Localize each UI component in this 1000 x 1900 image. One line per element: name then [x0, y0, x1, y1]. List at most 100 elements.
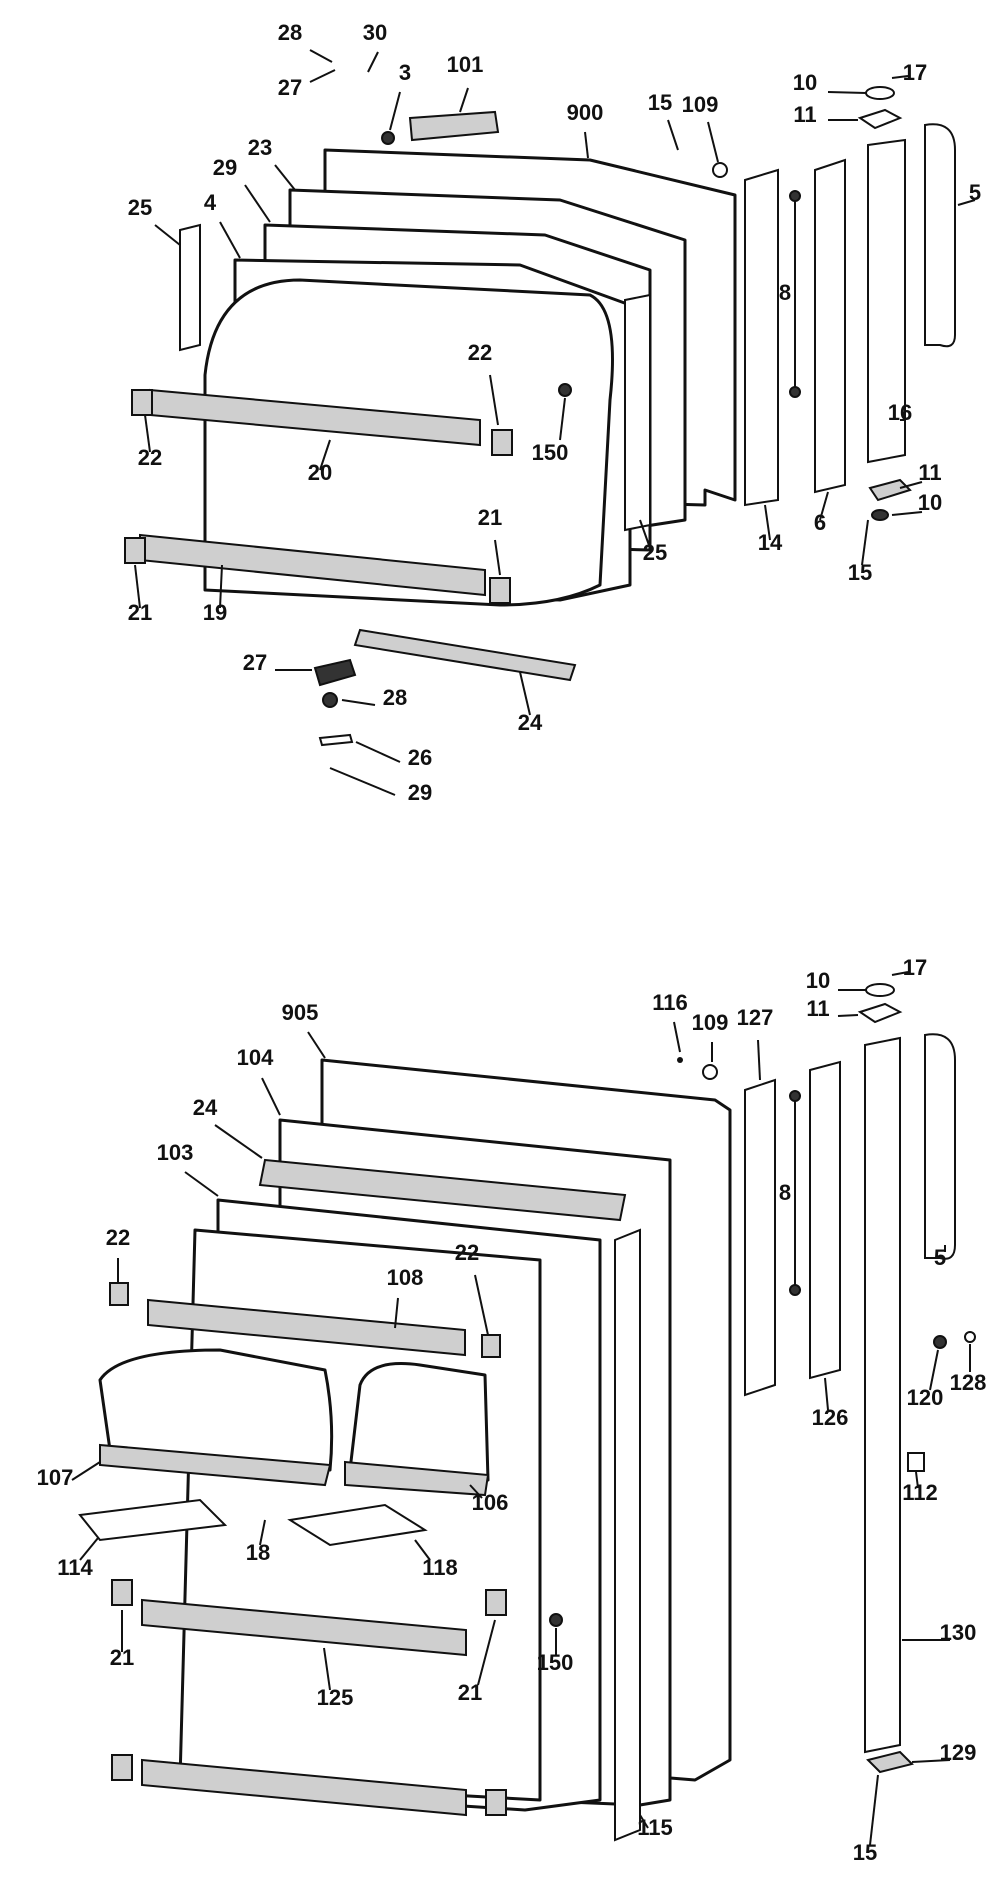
part-120 [933, 1335, 947, 1349]
leader-line-24 [519, 671, 531, 716]
leader-line-20 [319, 439, 331, 471]
leader-line-17 [891, 971, 909, 976]
hinge-strip-115 [614, 1228, 641, 1842]
part-number-11: 11 [793, 102, 816, 127]
part-number-21: 21 [458, 1680, 482, 1705]
part-number-109: 109 [682, 92, 719, 117]
part-number-11: 11 [806, 996, 829, 1021]
leader-line-14 [764, 504, 771, 541]
leader-line-104 [261, 1077, 281, 1116]
liner-bulge [203, 278, 614, 607]
part-112 [907, 1452, 925, 1472]
part-number-25: 25 [128, 195, 152, 220]
leader-line-25 [154, 224, 181, 246]
part-number-22: 22 [138, 445, 162, 470]
leader-line-19 [219, 564, 223, 609]
leader-line-125 [323, 1647, 331, 1691]
part-number-109: 109 [692, 1010, 729, 1035]
part-number-29: 29 [213, 155, 237, 180]
part-number-118: 118 [422, 1555, 458, 1580]
leader-line-116 [673, 1021, 681, 1053]
leader-line-11 [899, 481, 923, 489]
part-number-15: 15 [648, 90, 672, 115]
top-hinge-cover [408, 110, 500, 142]
part-number-3: 3 [399, 60, 411, 85]
part-number-126: 126 [812, 1405, 849, 1430]
door-stop-21-lower-left-a [111, 1579, 133, 1606]
washer-10-bottom [871, 509, 889, 521]
part-number-30: 30 [363, 20, 387, 45]
door-handle-5 [924, 1033, 956, 1260]
leader-line-103 [184, 1171, 219, 1197]
leader-line-108 [394, 1297, 399, 1329]
door-stop-22-lower-left [109, 1282, 129, 1306]
leader-line-15 [869, 1774, 879, 1846]
bin-lip-107 [99, 1443, 332, 1487]
part-number-120: 120 [907, 1385, 944, 1410]
part-number-17: 17 [903, 955, 927, 980]
part-number-5: 5 [934, 1245, 946, 1270]
leader-line-22 [144, 414, 151, 453]
door-stop-21-right [489, 577, 511, 604]
part-number-128: 128 [950, 1370, 987, 1395]
leader-line-10 [827, 91, 867, 94]
bolt-8-lower-top [789, 1090, 801, 1102]
part-number-4: 4 [204, 190, 217, 215]
leader-line-112 [915, 1471, 919, 1489]
part-number-10: 10 [806, 968, 830, 993]
part-number-26: 26 [408, 745, 432, 770]
part-number-106: 106 [472, 1490, 509, 1515]
door-handle [924, 123, 956, 348]
leader-line-101 [459, 87, 469, 113]
part-number-10: 10 [918, 490, 942, 515]
shelf-bar-125-lower [141, 1758, 467, 1817]
left-side-bracket [179, 223, 201, 352]
part-number-16: 16 [888, 400, 912, 425]
leader-line-115 [639, 1814, 649, 1829]
part-number-22: 22 [106, 1225, 130, 1250]
hinge-pin-11-top [857, 108, 903, 130]
part-number-150: 150 [537, 1650, 574, 1675]
part-number-14: 14 [758, 530, 783, 555]
door-stop-21-left [124, 537, 146, 564]
hinge-pin-11-bottom [868, 478, 912, 502]
leader-line-106 [469, 1484, 483, 1499]
bolt-8-top [789, 190, 801, 202]
leader-line-127 [757, 1039, 761, 1081]
leader-line-21 [477, 1619, 496, 1686]
top-trim-24 [258, 1158, 627, 1222]
part-number-24: 24 [518, 710, 543, 735]
part-number-108: 108 [387, 1265, 424, 1290]
cap-3 [381, 131, 395, 145]
shelf-bar-108 [147, 1298, 466, 1357]
shelf-bar-125-upper [141, 1598, 467, 1657]
part-number-10: 10 [793, 70, 817, 95]
part-number-8: 8 [779, 1180, 791, 1205]
part-number-11: 11 [918, 460, 941, 485]
leader-line-150 [559, 397, 566, 441]
leader-line-107 [71, 1461, 101, 1481]
part-number-28: 28 [383, 685, 407, 710]
door-stop-22-lower-right [481, 1334, 501, 1358]
leader-line-21 [134, 564, 141, 609]
part-number-15: 15 [853, 1840, 877, 1865]
stud-150 [558, 383, 572, 397]
plug-109 [712, 162, 728, 178]
leader-line-22 [474, 1274, 489, 1336]
leader-line-118 [414, 1539, 431, 1561]
part-number-23: 23 [248, 135, 272, 160]
leader-line-109 [707, 121, 719, 163]
hinge-cover-strip [814, 158, 846, 494]
part-number-6: 6 [814, 510, 826, 535]
leader-line-114 [79, 1537, 99, 1561]
part-number-115: 115 [637, 1815, 673, 1840]
part-number-104: 104 [237, 1045, 274, 1070]
door-bin-106 [348, 1362, 490, 1482]
handle-mounting-bar [867, 138, 906, 464]
part-number-25: 25 [643, 540, 667, 565]
part-number-107: 107 [37, 1465, 74, 1490]
washer-plate [318, 733, 354, 747]
part-number-20: 20 [308, 460, 332, 485]
